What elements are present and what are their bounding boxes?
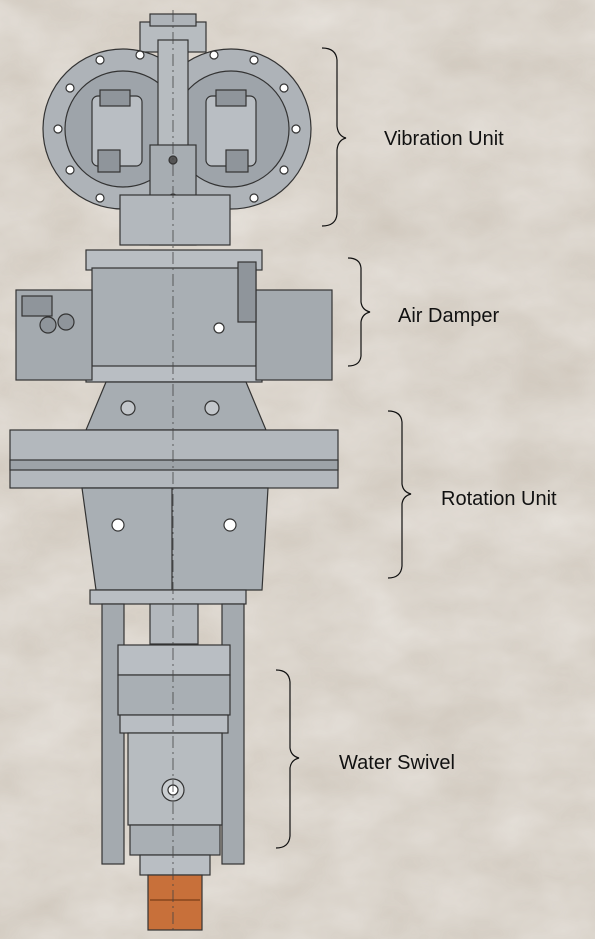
vibration-unit-label: Vibration Unit	[384, 128, 504, 150]
air-damper-label: Air Damper	[398, 305, 500, 327]
water-swivel-bracket	[275, 669, 300, 849]
rotation-unit-label: Rotation Unit	[441, 488, 557, 510]
rotation-bracket	[387, 410, 412, 579]
air-damper-bracket	[347, 257, 371, 367]
water-swivel-part	[89, 589, 247, 931]
rotation-unit-part	[9, 381, 339, 591]
vibration-bracket	[321, 47, 347, 227]
vibration-unit-part	[42, 13, 312, 246]
air-damper-part	[15, 249, 333, 383]
water-swivel-label: Water Swivel	[339, 752, 455, 774]
